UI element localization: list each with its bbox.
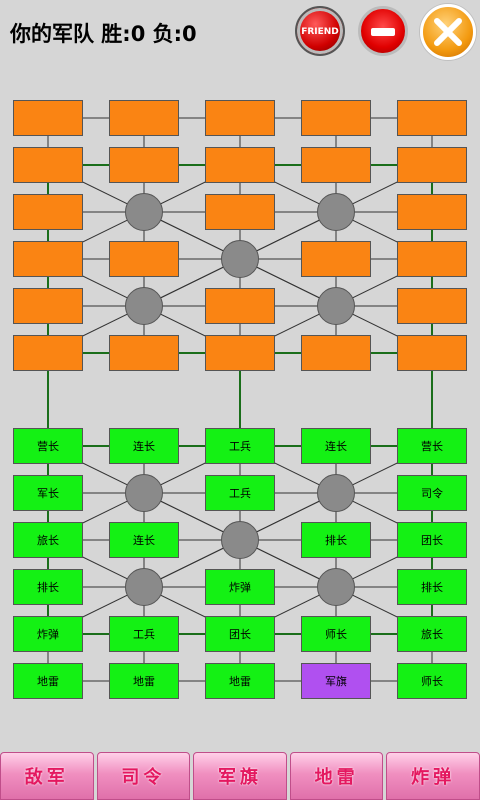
enemy-piece[interactable] — [13, 194, 83, 230]
enemy-piece[interactable] — [13, 147, 83, 183]
my-piece[interactable]: 司令 — [397, 475, 467, 511]
flag-button[interactable]: 军旗 — [193, 752, 287, 800]
enemy-piece[interactable] — [397, 335, 467, 371]
my-piece[interactable]: 团长 — [205, 616, 275, 652]
enemy-piece[interactable] — [109, 241, 179, 277]
camp-circle[interactable] — [317, 568, 355, 606]
enemy-piece[interactable] — [13, 100, 83, 136]
camp-circle[interactable] — [125, 568, 163, 606]
enemy-piece[interactable] — [13, 288, 83, 324]
camp-circle[interactable] — [125, 474, 163, 512]
my-piece[interactable]: 地雷 — [13, 663, 83, 699]
my-piece[interactable]: 旅长 — [397, 616, 467, 652]
my-piece[interactable]: 团长 — [397, 522, 467, 558]
my-piece[interactable]: 排长 — [397, 569, 467, 605]
enemy-piece[interactable] — [397, 147, 467, 183]
my-piece[interactable]: 排长 — [13, 569, 83, 605]
my-piece[interactable]: 地雷 — [109, 663, 179, 699]
bomb-button[interactable]: 炸弹 — [386, 752, 480, 800]
enemy-piece[interactable] — [301, 147, 371, 183]
my-piece[interactable]: 炸弹 — [205, 569, 275, 605]
camp-circle[interactable] — [221, 521, 259, 559]
enemy-piece[interactable] — [301, 335, 371, 371]
enemy-piece[interactable] — [205, 194, 275, 230]
commander-button[interactable]: 司令 — [96, 752, 191, 800]
my-piece[interactable]: 排长 — [301, 522, 371, 558]
camp-circle[interactable] — [317, 287, 355, 325]
enemy-piece[interactable] — [205, 147, 275, 183]
top-bar: 你的军队 胜:0 负:0 FRIEND — [0, 0, 480, 64]
minimize-button[interactable] — [358, 6, 408, 56]
close-icon — [434, 18, 462, 46]
minus-icon — [371, 28, 395, 36]
my-piece[interactable]: 师长 — [397, 663, 467, 699]
my-piece[interactable]: 连长 — [301, 428, 371, 464]
my-piece[interactable]: 连长 — [109, 522, 179, 558]
my-piece[interactable]: 旅长 — [13, 522, 83, 558]
enemy-piece[interactable] — [397, 241, 467, 277]
enemy-piece[interactable] — [205, 288, 275, 324]
my-piece[interactable]: 炸弹 — [13, 616, 83, 652]
enemy-piece[interactable] — [13, 335, 83, 371]
enemy-piece[interactable] — [13, 241, 83, 277]
camp-circle[interactable] — [317, 474, 355, 512]
friend-button[interactable]: FRIEND — [295, 6, 345, 56]
camp-circle[interactable] — [125, 193, 163, 231]
my-piece[interactable]: 营长 — [13, 428, 83, 464]
my-piece[interactable]: 工兵 — [205, 475, 275, 511]
camp-circle[interactable] — [221, 240, 259, 278]
my-piece[interactable]: 营长 — [397, 428, 467, 464]
enemy-piece[interactable] — [301, 241, 371, 277]
my-piece[interactable]: 师长 — [301, 616, 371, 652]
camp-circle[interactable] — [125, 287, 163, 325]
enemy-piece[interactable] — [205, 335, 275, 371]
my-piece[interactable]: 军长 — [13, 475, 83, 511]
my-piece[interactable]: 工兵 — [205, 428, 275, 464]
score-title: 你的军队 胜:0 负:0 — [10, 22, 197, 46]
enemy-piece[interactable] — [397, 100, 467, 136]
bottom-toolbar: 敌军 司令 军旗 地雷 炸弹 — [0, 752, 480, 800]
enemy-piece[interactable] — [397, 194, 467, 230]
my-piece[interactable]: 连长 — [109, 428, 179, 464]
camp-circle[interactable] — [317, 193, 355, 231]
enemy-piece[interactable] — [109, 100, 179, 136]
my-piece[interactable]: 军旗 — [301, 663, 371, 699]
enemy-button[interactable]: 敌军 — [0, 752, 94, 800]
my-piece[interactable]: 工兵 — [109, 616, 179, 652]
enemy-piece[interactable] — [301, 100, 371, 136]
friend-button-label: FRIEND — [301, 27, 339, 37]
game-board: 营长连长工兵连长营长军长工兵司令旅长连长排长团长排长炸弹排长炸弹工兵团长师长旅长… — [0, 90, 480, 710]
landmine-button[interactable]: 地雷 — [289, 752, 384, 800]
enemy-piece[interactable] — [109, 147, 179, 183]
enemy-piece[interactable] — [205, 100, 275, 136]
enemy-piece[interactable] — [109, 335, 179, 371]
my-piece[interactable]: 地雷 — [205, 663, 275, 699]
close-button[interactable] — [420, 4, 476, 60]
enemy-piece[interactable] — [397, 288, 467, 324]
